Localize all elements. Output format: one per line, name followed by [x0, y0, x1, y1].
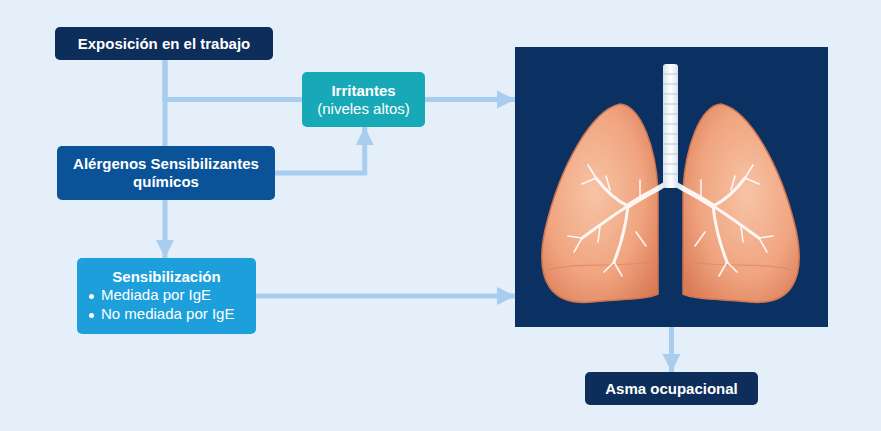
sensitization-box: SensibilizaciónMediada por IgE No mediada…: [77, 258, 256, 334]
box-note: (niveles altos): [317, 100, 410, 118]
source-box: Exposición en el trabajo: [55, 27, 273, 60]
box-heading: Irritantes: [331, 82, 395, 100]
flow-arrow: [425, 97, 515, 102]
bullet-item: No mediada por IgE: [87, 305, 234, 324]
bullet-item: Mediada por IgE: [87, 286, 211, 305]
flow-arrow: [256, 294, 515, 299]
allergen-box: Alérgenos Sensibilizantes químicos: [57, 146, 275, 200]
outcome-box: Asma ocupacional: [585, 372, 758, 405]
box-heading: Exposición en el trabajo: [78, 35, 251, 53]
box-heading: Asma ocupacional: [605, 380, 738, 398]
flow-arrow: [163, 60, 168, 146]
box-heading: Sensibilización: [112, 268, 220, 286]
bullet-dot: [89, 294, 94, 299]
flow-arrow: [165, 60, 302, 100]
flow-arrow: [669, 327, 674, 372]
lung-panel: [515, 47, 828, 327]
bullet-text: Mediada por IgE: [101, 286, 211, 303]
bullet-text: No mediada por IgE: [101, 305, 234, 322]
bullet-dot: [89, 313, 94, 318]
irritant-box: Irritantes(niveles altos): [302, 72, 425, 127]
box-heading: Alérgenos Sensibilizantes químicos: [67, 155, 265, 191]
flow-arrow: [275, 127, 365, 173]
flow-arrow: [163, 200, 168, 258]
